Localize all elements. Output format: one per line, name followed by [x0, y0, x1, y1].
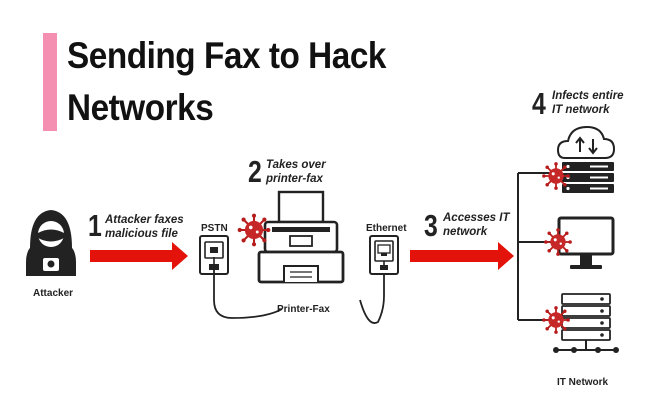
virus-icon-server-rack [541, 305, 571, 335]
monitor-icon [557, 216, 615, 269]
virus-icon-monitor [543, 227, 573, 257]
step-1-line-1: Attacker faxes [105, 214, 184, 226]
step-1-caption: Attacker faxes malicious file [105, 213, 184, 241]
step-2-caption: Takes over printer-fax [266, 158, 326, 186]
step-3-number: 3 [424, 208, 438, 243]
title-accent-bar [43, 33, 57, 131]
pstn-wall-socket-icon [199, 235, 229, 275]
step-4-number: 4 [532, 86, 546, 121]
ethernet-label: Ethernet [366, 223, 407, 234]
step-2-line-1: Takes over [266, 159, 326, 171]
step-3-line-1: Accesses IT [443, 212, 510, 224]
arrow-attacker-to-pstn [90, 242, 188, 270]
ethernet-wall-socket-icon [369, 235, 399, 275]
step-4-line-1: Infects entire [552, 90, 624, 102]
cables [213, 270, 385, 324]
network-bracket-lines [517, 172, 555, 321]
server-rack-icon [553, 293, 619, 353]
cloud-server-icon [556, 125, 616, 193]
printer-fax-label: Printer-Fax [277, 304, 330, 315]
title-line-2: Networks [67, 87, 214, 128]
step-1-number: 1 [88, 208, 102, 243]
page-title: Sending Fax to Hack Networks [67, 30, 386, 134]
step-1-line-2: malicious file [105, 228, 178, 240]
title-line-1: Sending Fax to Hack [67, 35, 386, 76]
hacker-icon [26, 210, 76, 276]
printer-fax-icon [257, 190, 345, 284]
virus-icon-printer [236, 212, 272, 248]
it-network-label: IT Network [557, 377, 609, 388]
step-3-line-2: network [443, 226, 488, 238]
step-4-line-2: IT network [552, 104, 610, 116]
virus-icon-server-top [541, 161, 571, 191]
arrow-ethernet-to-network [410, 242, 514, 270]
step-2-number: 2 [248, 154, 262, 189]
step-4-caption: Infects entire IT network [552, 89, 624, 117]
step-2-line-2: printer-fax [266, 173, 323, 185]
attacker-label: Attacker [33, 288, 74, 299]
step-3-caption: Accesses IT network [443, 211, 510, 239]
pstn-label: PSTN [201, 223, 228, 234]
